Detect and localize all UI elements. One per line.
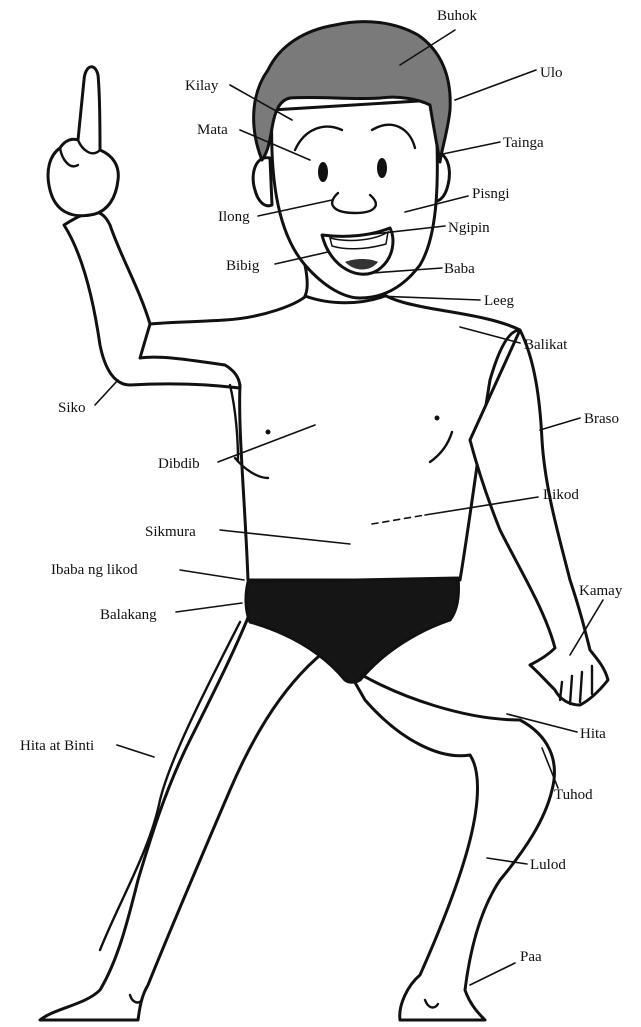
leader-tainga — [438, 142, 500, 155]
label-braso: Braso — [584, 411, 619, 427]
label-balakang: Balakang — [100, 607, 157, 623]
label-lulod: Lulod — [530, 857, 566, 873]
leader-paa — [470, 963, 515, 985]
raised-hand — [48, 67, 118, 216]
label-ilong: Ilong — [218, 209, 250, 225]
label-dibdib: Dibdib — [158, 456, 200, 472]
ear-left-shape — [253, 158, 272, 206]
label-likod: Likod — [543, 487, 579, 503]
nipple-left — [266, 430, 271, 435]
leader-siko — [95, 380, 118, 405]
label-siko: Siko — [58, 400, 86, 416]
label-ngipin: Ngipin — [448, 220, 490, 236]
label-mata: Mata — [197, 122, 228, 138]
label-buhok: Buhok — [437, 8, 478, 24]
label-balikat: Balikat — [524, 337, 568, 353]
label-hita: Hita — [580, 726, 606, 742]
left-leg — [40, 600, 340, 1020]
label-hita-at-binti: Hita at Binti — [20, 738, 94, 754]
leader-balakang — [176, 603, 242, 612]
leader-ulo — [455, 70, 536, 100]
label-tuhod: Tuhod — [554, 787, 593, 803]
label-pisngi: Pisngi — [472, 186, 510, 202]
label-sikmura: Sikmura — [145, 524, 196, 540]
label-paa: Paa — [520, 949, 542, 965]
eye-left — [318, 162, 328, 182]
body-outline — [40, 22, 608, 1020]
leader-braso — [540, 418, 580, 430]
label-kilay: Kilay — [185, 78, 219, 94]
label-tainga: Tainga — [503, 135, 544, 151]
nipple-right — [435, 416, 440, 421]
label-baba: Baba — [444, 261, 475, 277]
leader-hita-at-binti — [117, 745, 154, 757]
label-ibaba-ng-likod: Ibaba ng likod — [51, 562, 138, 578]
label-ulo: Ulo — [540, 65, 563, 81]
eye-right — [377, 158, 387, 178]
label-leeg: Leeg — [484, 293, 514, 309]
label-bibig: Bibig — [226, 258, 260, 274]
label-kamay: Kamay — [579, 583, 623, 599]
armpit-left — [230, 385, 238, 460]
hanging-arm — [470, 330, 608, 705]
leader-ibaba-ng-likod — [180, 570, 244, 580]
